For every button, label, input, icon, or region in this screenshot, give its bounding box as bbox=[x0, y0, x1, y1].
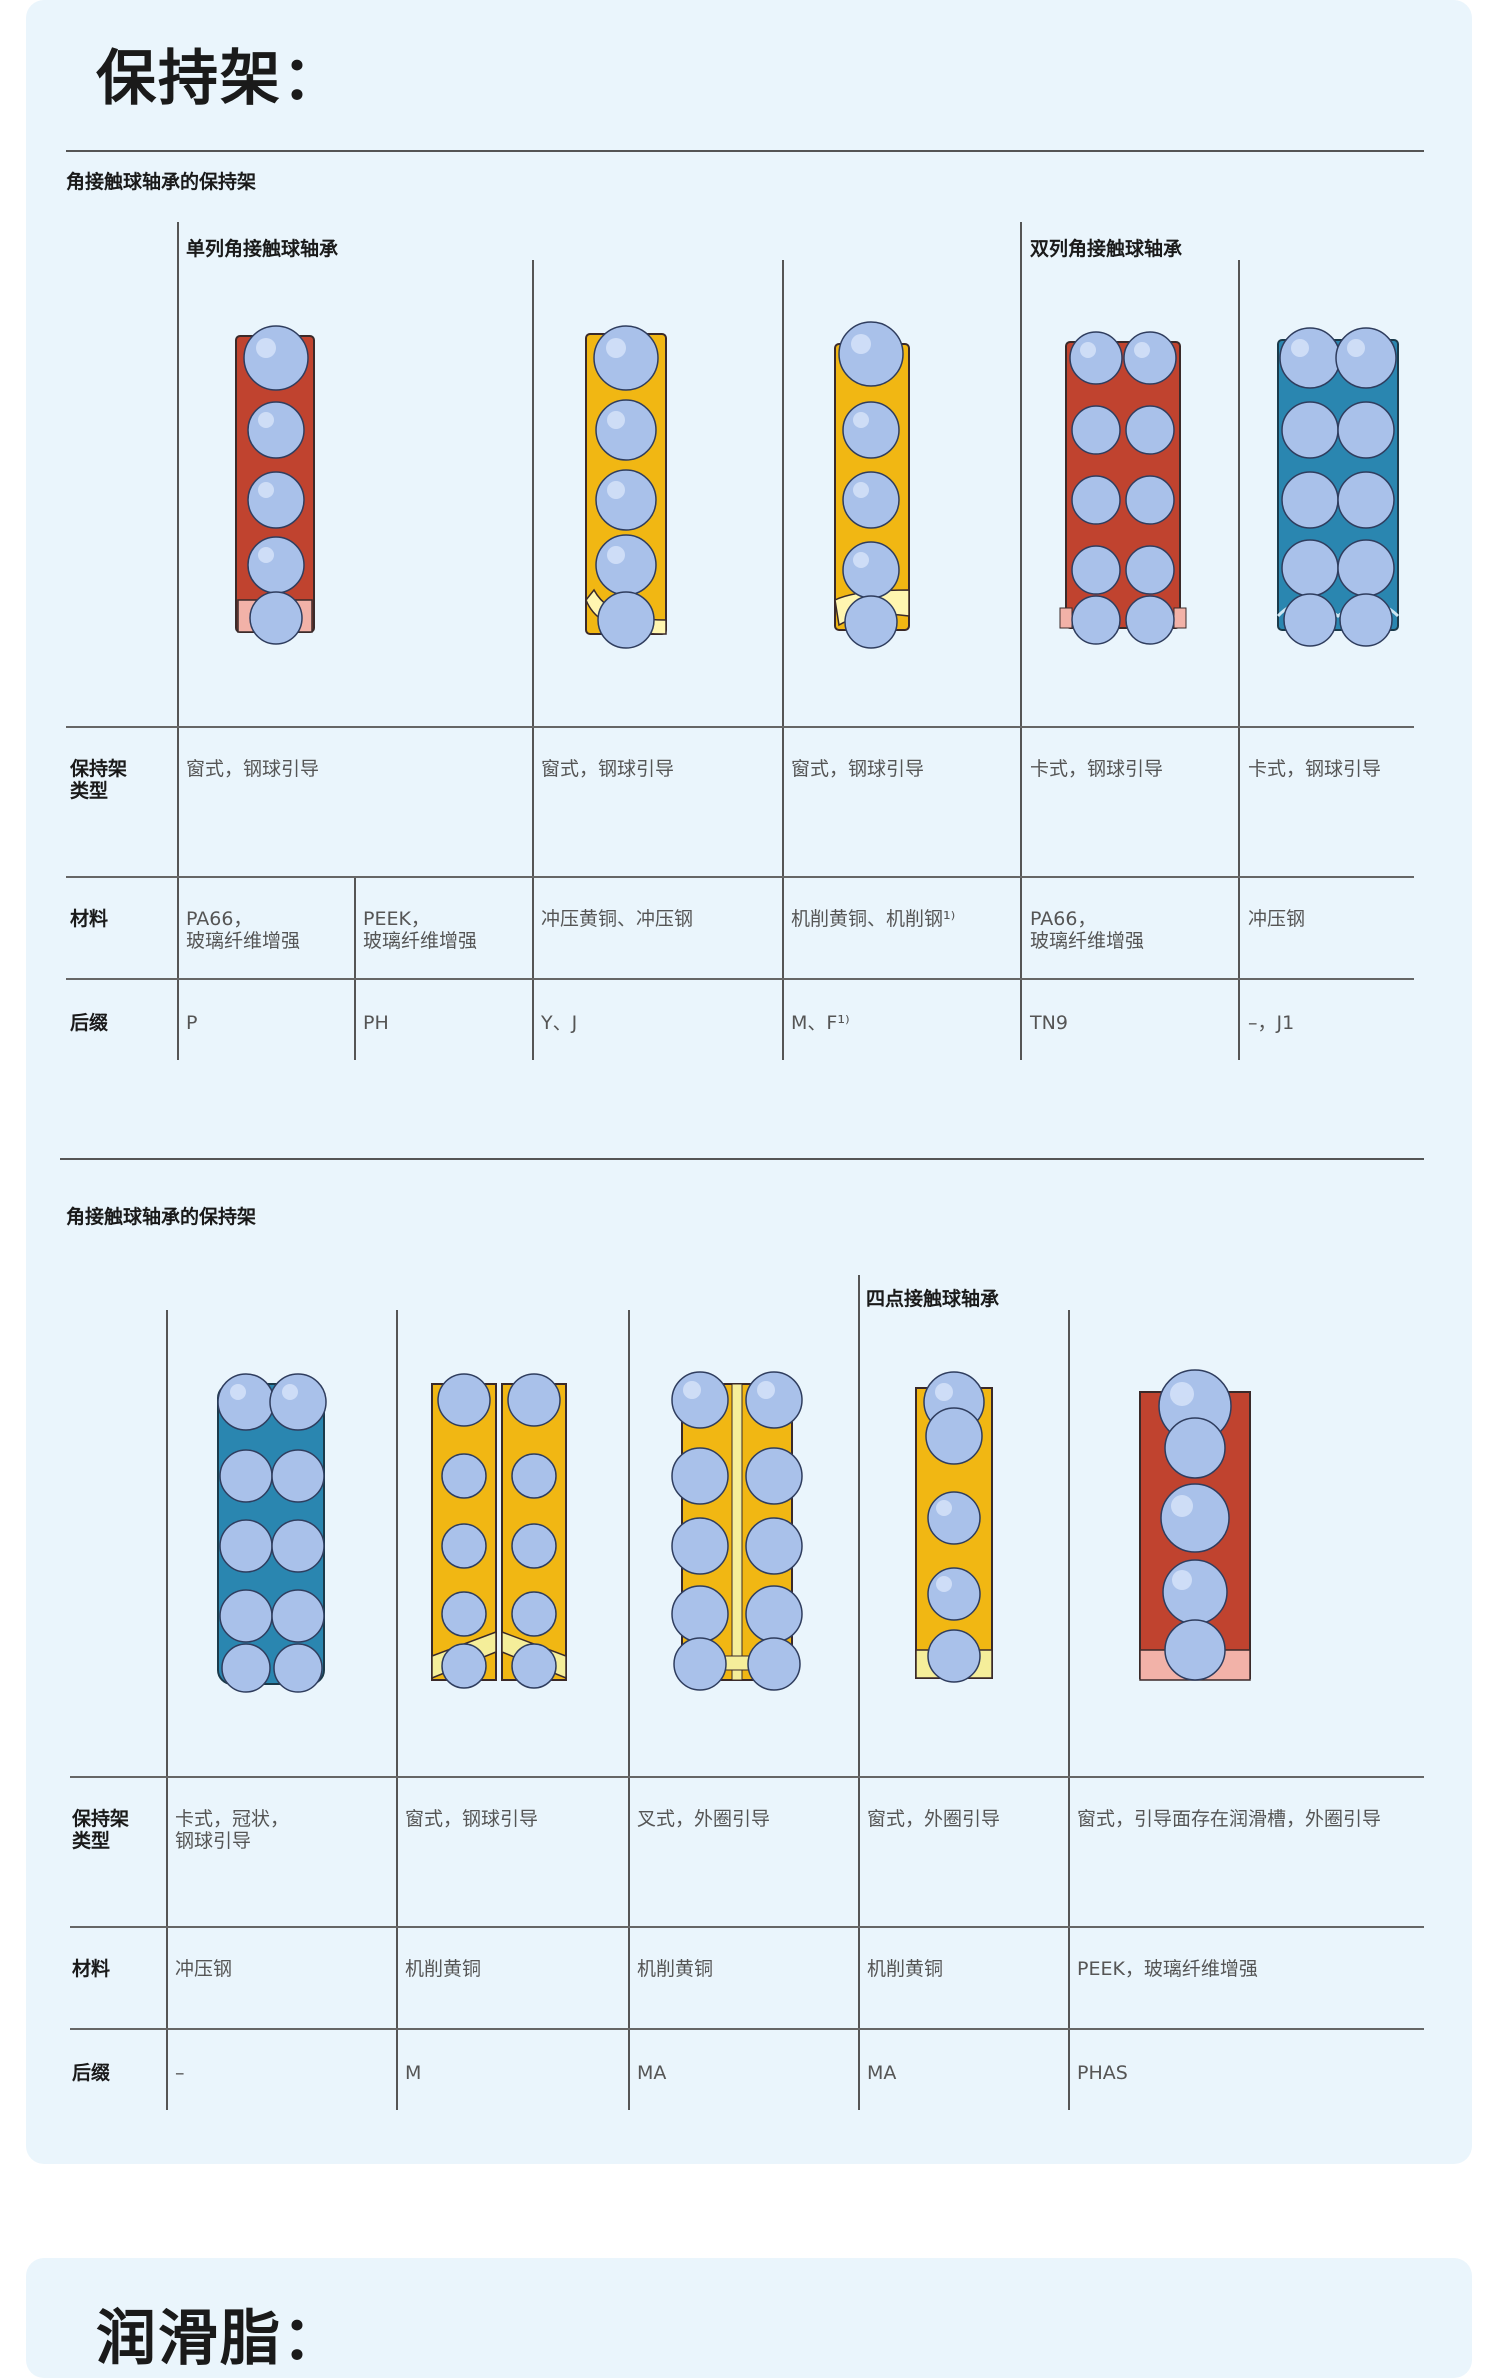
table2-suffix-cell: MA bbox=[867, 2062, 897, 2084]
cage-double-snap-steel-icon bbox=[1276, 327, 1400, 647]
table1-col-divider bbox=[782, 260, 784, 1060]
table2-type-cell: 卡式，冠状， 钢球引导 bbox=[175, 1808, 290, 1852]
cage-prong-brass-icon bbox=[671, 1371, 803, 1691]
table2-col-divider bbox=[628, 1310, 630, 2110]
table1-material-cell: PA66， 玻璃纤维增强 bbox=[186, 908, 301, 952]
table1-suffix-cell: P bbox=[186, 1012, 198, 1034]
table1-type-cell: 窗式，钢球引导 bbox=[791, 758, 925, 780]
cage-machined-window-icon bbox=[834, 321, 910, 649]
table2-material-cell: PEEK，玻璃纤维增强 bbox=[1077, 1958, 1258, 1980]
table2-type-cell: 窗式，引导面存在润滑槽，外圈引导 bbox=[1077, 1808, 1382, 1830]
table2-material-cell: 机削黄铜 bbox=[405, 1958, 482, 1980]
table1-suffix-cell: PH bbox=[363, 1012, 389, 1034]
table2-label-material: 材料 bbox=[72, 1958, 111, 1980]
table1-material-cell: 冲压钢 bbox=[1248, 908, 1306, 930]
table1-material-cell: 机削黄铜、机削钢¹⁾ bbox=[791, 908, 956, 930]
cage-brass-window-icon bbox=[585, 325, 667, 649]
table1-label-material: 材料 bbox=[70, 908, 109, 930]
table2-suffix-cell: PHAS bbox=[1077, 2062, 1128, 2084]
table2-top-rule bbox=[60, 1158, 1424, 1160]
table2-group-four-point: 四点接触球轴承 bbox=[866, 1288, 1000, 1310]
table1-group-single-row: 单列角接触球轴承 bbox=[186, 238, 339, 260]
table1-material-cell: PA66， 玻璃纤维增强 bbox=[1030, 908, 1145, 952]
table1-suffix-cell: TN9 bbox=[1030, 1012, 1068, 1034]
table1-label-suffix: 后缀 bbox=[70, 1012, 109, 1034]
table2-title: 角接触球轴承的保持架 bbox=[66, 1206, 257, 1228]
table1-col-divider bbox=[1020, 222, 1022, 1060]
table1-top-rule bbox=[66, 150, 1424, 152]
table2-type-cell: 叉式，外圈引导 bbox=[637, 1808, 771, 1830]
table2-row-rule bbox=[70, 1926, 1424, 1928]
table1-col-divider bbox=[354, 876, 356, 1060]
cage-crown-steel-icon bbox=[217, 1373, 327, 1693]
table1-type-cell: 卡式，钢球引导 bbox=[1248, 758, 1382, 780]
table1-title: 角接触球轴承的保持架 bbox=[66, 171, 257, 193]
table1-material-cell: PEEK， 玻璃纤维增强 bbox=[363, 908, 478, 952]
table1-col-divider bbox=[532, 260, 534, 1060]
table1-row-rule bbox=[66, 978, 1414, 980]
table1-type-cell: 窗式，钢球引导 bbox=[186, 758, 320, 780]
table1-suffix-cell: –，J1 bbox=[1248, 1012, 1295, 1034]
table2-label-suffix: 后缀 bbox=[72, 2062, 111, 2084]
page-title: 保持架： bbox=[96, 44, 344, 114]
table1-row-rule bbox=[66, 876, 1414, 878]
table1-col-divider bbox=[1238, 260, 1240, 1060]
table2-row-rule bbox=[70, 1776, 1424, 1778]
table2-material-cell: 冲压钢 bbox=[175, 1958, 233, 1980]
table2-type-cell: 窗式，外圈引导 bbox=[867, 1808, 1001, 1830]
table2-col-divider bbox=[166, 1310, 168, 2110]
table2-col-divider bbox=[1068, 1310, 1070, 2110]
table2-suffix-cell: M bbox=[405, 2062, 422, 2084]
table1-group-double-row: 双列角接触球轴承 bbox=[1030, 238, 1183, 260]
cage-peek-window-icon bbox=[1139, 1369, 1251, 1681]
table2-type-cell: 窗式，钢球引导 bbox=[405, 1808, 539, 1830]
table1-suffix-cell: Y、J bbox=[541, 1012, 578, 1034]
next-section-title: 润滑脂： bbox=[96, 2304, 344, 2374]
table2-suffix-cell: – bbox=[175, 2062, 185, 2084]
table1-label-cage-type: 保持架 类型 bbox=[70, 758, 128, 802]
cage-double-snap-polyamide-icon bbox=[1059, 331, 1187, 645]
table1-type-cell: 窗式，钢球引导 bbox=[541, 758, 675, 780]
cage-polyamide-window-icon bbox=[235, 325, 315, 645]
table2-row-rule bbox=[70, 2028, 1424, 2030]
table1-type-cell: 卡式，钢球引导 bbox=[1030, 758, 1164, 780]
cage-fourpoint-brass-icon bbox=[915, 1371, 993, 1683]
table2-material-cell: 机削黄铜 bbox=[867, 1958, 944, 1980]
table1-col-divider bbox=[177, 222, 179, 1060]
table1-row-rule bbox=[66, 726, 1414, 728]
table2-label-cage-type: 保持架 类型 bbox=[72, 1808, 130, 1852]
table1-material-cell: 冲压黄铜、冲压钢 bbox=[541, 908, 694, 930]
table2-col-divider bbox=[858, 1275, 860, 2110]
cage-double-window-brass-icon bbox=[431, 1373, 567, 1689]
table2-material-cell: 机削黄铜 bbox=[637, 1958, 714, 1980]
table2-suffix-cell: MA bbox=[637, 2062, 667, 2084]
table1-suffix-cell: M、F¹⁾ bbox=[791, 1012, 850, 1034]
table2-col-divider bbox=[396, 1310, 398, 2110]
